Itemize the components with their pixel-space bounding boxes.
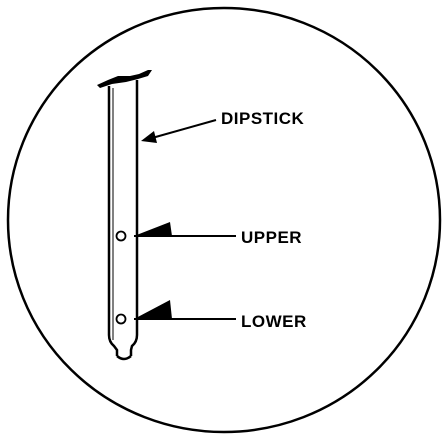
lower-label: LOWER: [241, 312, 307, 331]
dipstick-pointer: [141, 119, 217, 143]
upper-hole: [115, 230, 127, 242]
dipstick-left-edge: [107, 86, 119, 356]
upper-label: UPPER: [241, 228, 303, 247]
dipstick-arrowhead: [141, 131, 157, 143]
dipstick-top-tab: [97, 70, 152, 88]
upper-mark: [115, 222, 236, 242]
dipstick-tip: [116, 355, 132, 361]
dipstick-label: DIPSTICK: [221, 109, 305, 128]
dipstick-leader: [151, 119, 217, 139]
lower-wedge: [134, 300, 172, 319]
lower-mark: [115, 300, 236, 325]
dipstick-right-edge: [129, 80, 139, 356]
upper-wedge: [134, 222, 172, 236]
circle-frame: [6, 6, 442, 434]
dipstick: [97, 70, 152, 361]
lower-hole: [115, 313, 127, 325]
